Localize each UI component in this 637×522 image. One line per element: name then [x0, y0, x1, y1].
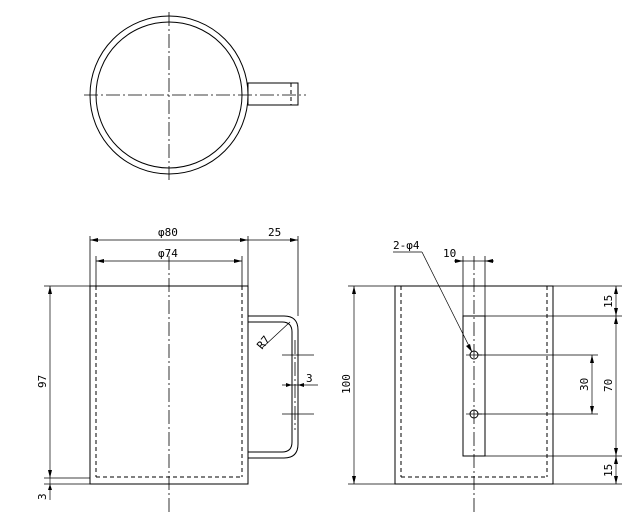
- dim-30-arrow-bottom: [590, 406, 594, 414]
- dim-3-arrow: [48, 484, 52, 490]
- front-view-handle-outer: [248, 315, 299, 459]
- top-view: [84, 12, 306, 180]
- dim-10-arrow-left: [455, 259, 463, 263]
- top-offset-label: 15: [602, 295, 615, 308]
- holes-label: 2-φ4: [393, 239, 420, 252]
- dim-70-arrow-bottom: [614, 448, 618, 456]
- top-view-handle: [247, 82, 299, 106]
- handle-thickness-label: 3: [306, 372, 313, 385]
- dim-97-arrow-bottom: [48, 470, 52, 478]
- dim-100-arrow-bottom: [352, 476, 356, 484]
- hole-spacing-label: 30: [578, 378, 591, 391]
- dim-15-top-arrow-bottom: [614, 308, 618, 316]
- total-height-label: 100: [340, 374, 353, 394]
- handle-thickness-arrow-left: [286, 383, 292, 387]
- dim-15-bottom-arrow-bottom: [614, 476, 618, 484]
- handle-radius-leader: [261, 321, 291, 349]
- dim-80-arrow-left: [90, 238, 98, 242]
- front-view-handle-inner: [248, 321, 293, 453]
- handle-height-label: 70: [602, 379, 615, 392]
- dim-70-arrow-top: [614, 316, 618, 324]
- dim-74-arrow-right: [234, 259, 242, 263]
- front-view: φ80 φ74 25 97 3 R7 3: [36, 226, 318, 512]
- handle-width-label: 10: [443, 247, 456, 260]
- handle-thickness-arrow-right: [298, 383, 304, 387]
- holes-leader-line: [421, 251, 473, 353]
- outer-diameter-label: φ80: [158, 226, 178, 239]
- inner-diameter-label: φ74: [158, 247, 178, 260]
- side-view: 2-φ4 10 100 15 30 70: [340, 239, 622, 512]
- handle-projection-label: 25: [268, 226, 281, 239]
- bottom-offset-label: 15: [602, 464, 615, 477]
- dim-25-arrow: [290, 238, 298, 242]
- dim-10-arrow-right: [485, 259, 493, 263]
- dim-15-bottom-arrow-top: [614, 456, 618, 464]
- dim-15-top-arrow-top: [614, 286, 618, 294]
- handle-radius-label: R7: [254, 333, 272, 352]
- dim-97-arrow-top: [48, 286, 52, 294]
- dim-100-arrow-top: [352, 286, 356, 294]
- holes-leader-arrow: [466, 344, 472, 352]
- height-label: 97: [36, 375, 49, 388]
- dim-80-arrow-right: [240, 238, 248, 242]
- dim-74-arrow-left: [96, 259, 104, 263]
- dim-30-arrow-top: [590, 355, 594, 363]
- bottom-thickness-label: 3: [36, 493, 49, 500]
